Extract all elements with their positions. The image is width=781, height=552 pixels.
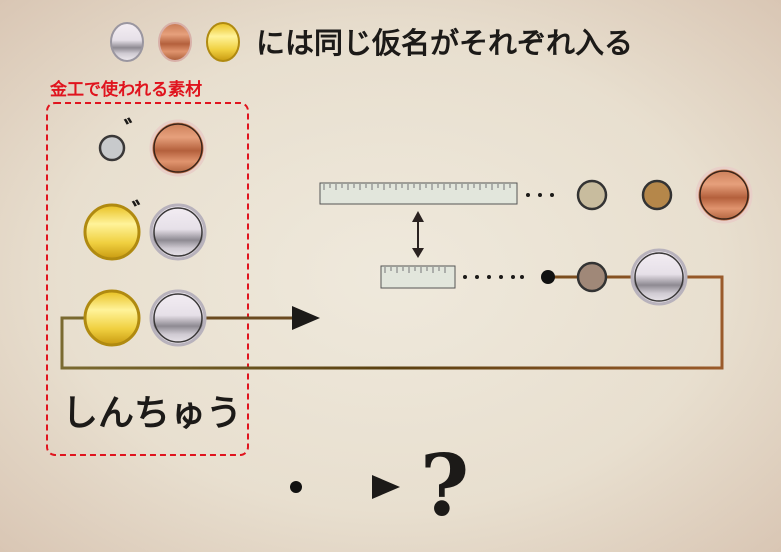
brass-label: しんちゅう — [62, 393, 242, 434]
small-gray-coin — [98, 134, 126, 162]
arrow-head-icon — [292, 306, 320, 330]
wire-loop — [60, 275, 724, 370]
grayish-brown-dot — [576, 261, 608, 293]
start-dot — [541, 270, 555, 284]
gold-coin — [83, 289, 141, 347]
question-mark: ? — [420, 436, 469, 535]
gold-coin — [83, 203, 141, 261]
ellipsis-dots — [526, 193, 554, 197]
dakuten-mark: ゛ — [123, 117, 150, 147]
coin-rim — [699, 170, 749, 220]
arrow-head-icon — [372, 475, 400, 499]
coin-rim — [153, 207, 203, 257]
silver-coin — [149, 289, 207, 347]
coin-rim — [153, 123, 203, 173]
short-ruler — [380, 265, 456, 289]
brown-dot — [641, 179, 673, 211]
copper-coin — [695, 166, 753, 224]
double-arrow-icon — [412, 211, 424, 258]
copper-coin — [158, 22, 192, 62]
ellipsis-dots — [463, 275, 524, 279]
coin-rim — [634, 252, 684, 302]
title-text: には同じ仮名がそれぞれ入る — [256, 26, 633, 60]
materials-dashed-box — [46, 102, 249, 456]
title-coins — [110, 22, 240, 62]
silver-coin — [149, 203, 207, 261]
silver-coin — [110, 22, 144, 62]
materials-label: 金工で使われる素材 — [49, 79, 202, 100]
long-ruler — [319, 182, 518, 205]
gold-coin — [206, 22, 240, 62]
silver-coin — [630, 248, 688, 306]
coin-rim — [153, 293, 203, 343]
pale-dot — [576, 179, 608, 211]
copper-coin — [149, 119, 207, 177]
